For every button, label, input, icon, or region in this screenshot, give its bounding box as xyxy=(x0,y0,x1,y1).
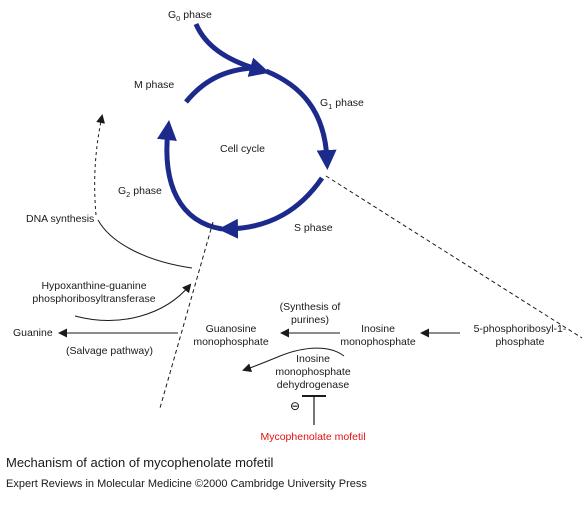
figure-title: Mechanism of action of mycophenolate mof… xyxy=(6,455,274,470)
impdh-label-line1: Inosine xyxy=(296,353,330,365)
salvage-pathway-label: (Salvage pathway) xyxy=(66,345,153,357)
dna-synthesis-curve xyxy=(97,219,193,269)
mycophenolate-mofetil-label: Mycophenolate mofetil xyxy=(260,431,365,443)
gmp-label-line1: Guanosine xyxy=(206,323,257,335)
impdh-arrow xyxy=(242,347,345,373)
cell-cycle-label: Cell cycle xyxy=(220,143,265,155)
inhibition-icon: ⊖ xyxy=(290,399,300,413)
impdh-label-line3: dehydrogenase xyxy=(277,379,350,391)
g1-to-s-arrow xyxy=(265,68,337,170)
prpp-label-line2: phosphate xyxy=(495,336,544,348)
figure-credit: Expert Reviews in Molecular Medicine ©20… xyxy=(6,478,367,490)
g0-entry-arrow xyxy=(193,22,270,77)
dashed-line-right xyxy=(325,175,583,339)
hgprt-label-line2: phosphoribosyltransferase xyxy=(32,293,155,305)
g2-phase-label: G2 phase xyxy=(118,185,162,199)
synthesis-of-purines-line1: (Synthesis of xyxy=(280,301,341,313)
guanine-label: Guanine xyxy=(13,327,53,339)
cell-cycle xyxy=(156,22,337,239)
imp-label-line2: monophosphate xyxy=(340,336,415,348)
synthesis-of-purines-line2: purines) xyxy=(291,314,329,326)
g1-phase-label: G1 phase xyxy=(320,97,364,111)
s-to-g2-arrow xyxy=(218,176,325,239)
hgprt-label-line1: Hypoxanthine-guanine xyxy=(41,280,146,292)
imp-label-line1: Inosine xyxy=(361,323,395,335)
m-phase-label: M phase xyxy=(134,79,174,91)
dna-synthesis-arrow xyxy=(94,114,105,216)
impdh-label-line2: monophosphate xyxy=(275,366,350,378)
m-to-g1-arrow xyxy=(184,65,253,104)
gmp-label-line2: monophosphate xyxy=(193,336,268,348)
hgprt-arrow xyxy=(74,283,192,321)
s-phase-label: S phase xyxy=(294,222,333,234)
g2-to-m-arrow xyxy=(156,120,223,232)
g0-phase-label: G0 phase xyxy=(168,9,212,23)
dna-synthesis-label: DNA synthesis xyxy=(26,213,94,225)
dashed-line-left xyxy=(159,221,214,409)
prpp-label-line1: 5-phosphoribosyl-1- xyxy=(474,323,567,335)
